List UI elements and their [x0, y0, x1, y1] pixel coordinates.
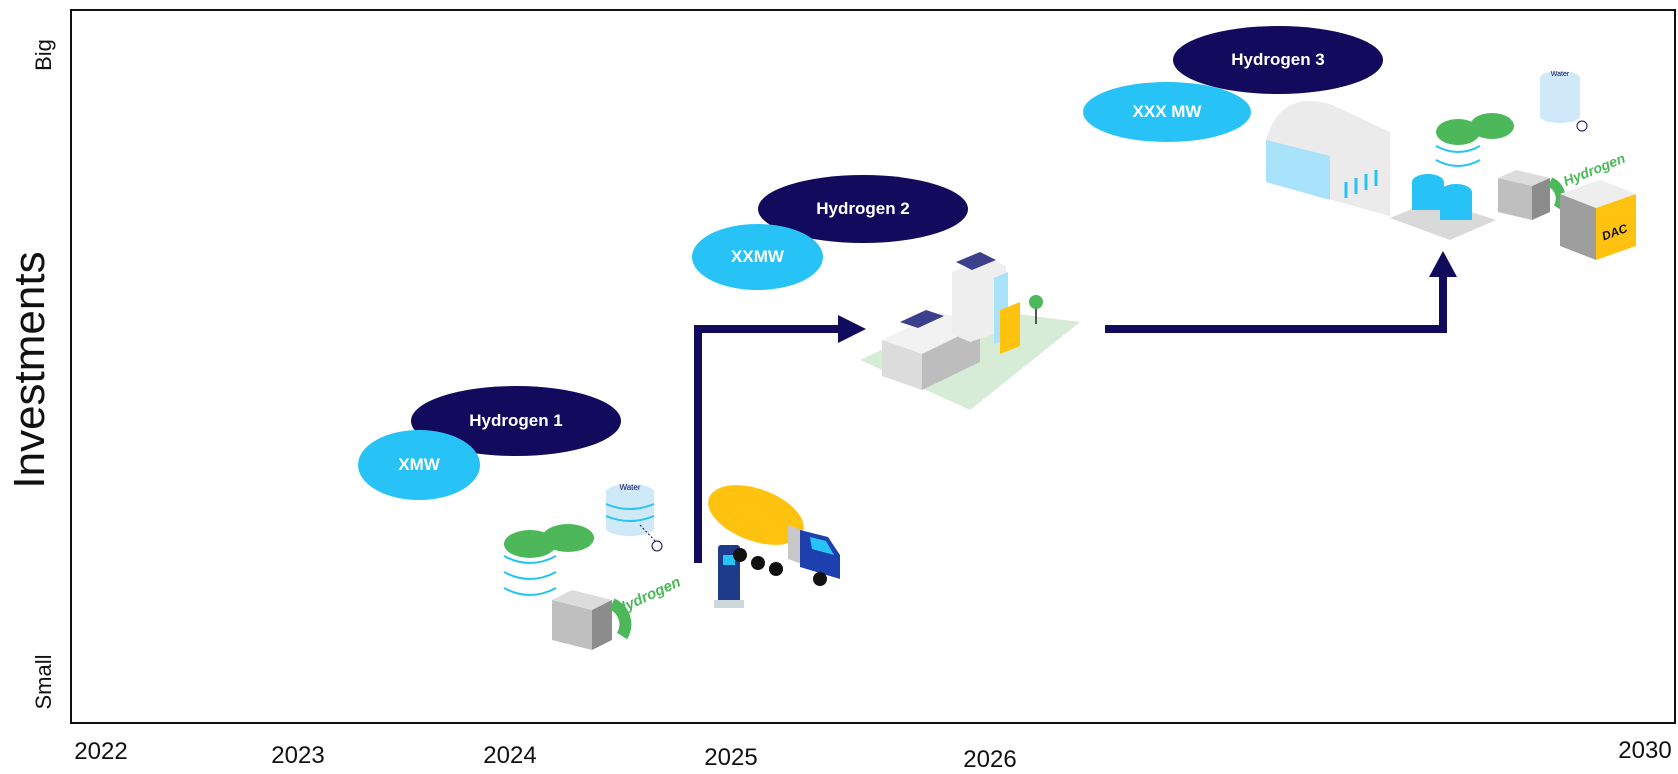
- stage1-capacity-line1: X: [398, 454, 410, 474]
- dac-unit-icon: DAC: [1560, 180, 1636, 260]
- year-label-2024: 2024: [483, 742, 537, 769]
- water-tank-icon: Water: [1540, 71, 1588, 132]
- tanker-truck-icon: [708, 485, 840, 586]
- arrow-stage1-to-stage2: [694, 315, 866, 563]
- water-tank-icon: Water: [605, 483, 663, 552]
- tree-icon: [1029, 295, 1043, 309]
- stage1-capacity-line2: MW: [409, 454, 440, 474]
- large-plant-illustration: Water Hydrogen DAC: [1266, 71, 1636, 260]
- storage-tanks-icon: [1435, 113, 1514, 167]
- water-label-stage3: Water: [1551, 71, 1570, 78]
- stage3-name-oval: Hydrogen 3: [1173, 26, 1383, 94]
- stage2-capacity-oval: XX MW: [692, 224, 823, 290]
- year-label-2023: 2023: [271, 742, 325, 769]
- year-label-2022: 2022: [74, 738, 128, 765]
- solar-panel-icon: [956, 252, 996, 270]
- stage3-capacity-oval: XXX MW: [1083, 82, 1251, 142]
- arrow-stage2-to-stage3: [1105, 251, 1457, 333]
- electrolyzer-box-icon: [1498, 170, 1566, 220]
- fuel-pump-icon: [714, 545, 744, 608]
- hangar-icon: [1266, 100, 1390, 216]
- storage-tanks-icon: [503, 524, 594, 596]
- solar-panel-icon: [900, 310, 944, 328]
- factory-building-illustration: [860, 252, 1080, 410]
- stage2-capacity-line2: MW: [753, 246, 784, 266]
- electrolyzer-box-icon: [552, 590, 632, 650]
- stage2-capacity-line1: XX: [731, 246, 754, 266]
- water-label: Water: [619, 483, 640, 492]
- hydrogen-label: Hydrogen: [613, 573, 684, 618]
- storage-platform-icon: [1390, 174, 1496, 240]
- year-label-2030: 2030: [1618, 737, 1672, 764]
- electrolyzer-illustration-1: Water Hydrogen: [503, 483, 684, 650]
- stage1-capacity-oval: X MW: [358, 430, 480, 500]
- year-label-2025: 2025: [704, 744, 758, 771]
- tanker-truck-illustration: [708, 485, 840, 608]
- plot-frame: [70, 9, 1676, 724]
